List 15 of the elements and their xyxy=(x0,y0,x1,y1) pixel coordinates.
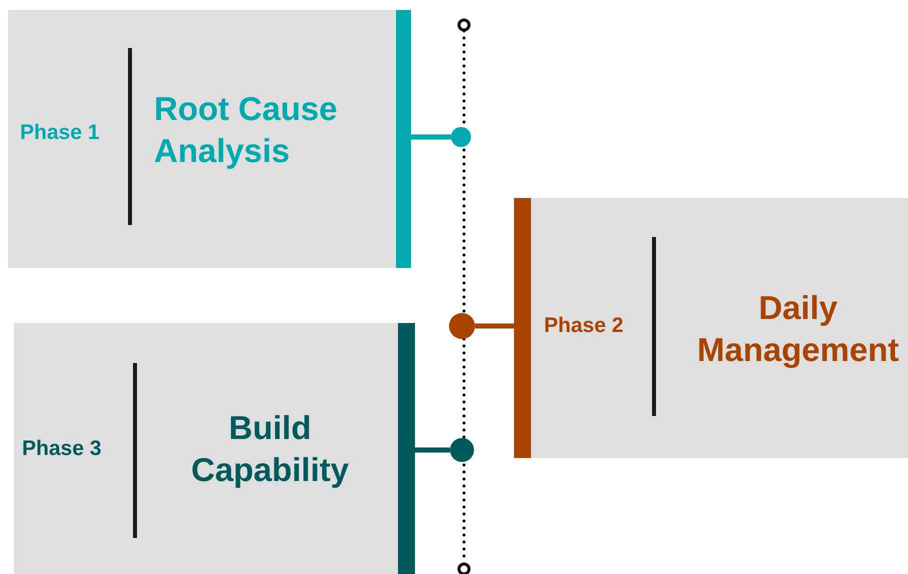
phase-title: Build Capability xyxy=(190,408,350,490)
phase-card xyxy=(514,198,908,458)
connector-line xyxy=(475,324,514,328)
phase-label: Phase 3 xyxy=(22,437,102,461)
timeline-dot xyxy=(450,438,474,462)
phase-card xyxy=(8,10,411,268)
phase-title: Root Cause Analysis xyxy=(154,89,338,171)
phase-card xyxy=(14,323,415,574)
phase-title: Daily Management xyxy=(696,288,900,370)
connector-line xyxy=(411,134,451,140)
timeline-dot xyxy=(451,127,471,147)
timeline-dot xyxy=(449,313,475,339)
connector-line xyxy=(415,448,450,452)
phase-label: Phase 2 xyxy=(544,314,624,338)
phase-label: Phase 1 xyxy=(20,121,100,145)
